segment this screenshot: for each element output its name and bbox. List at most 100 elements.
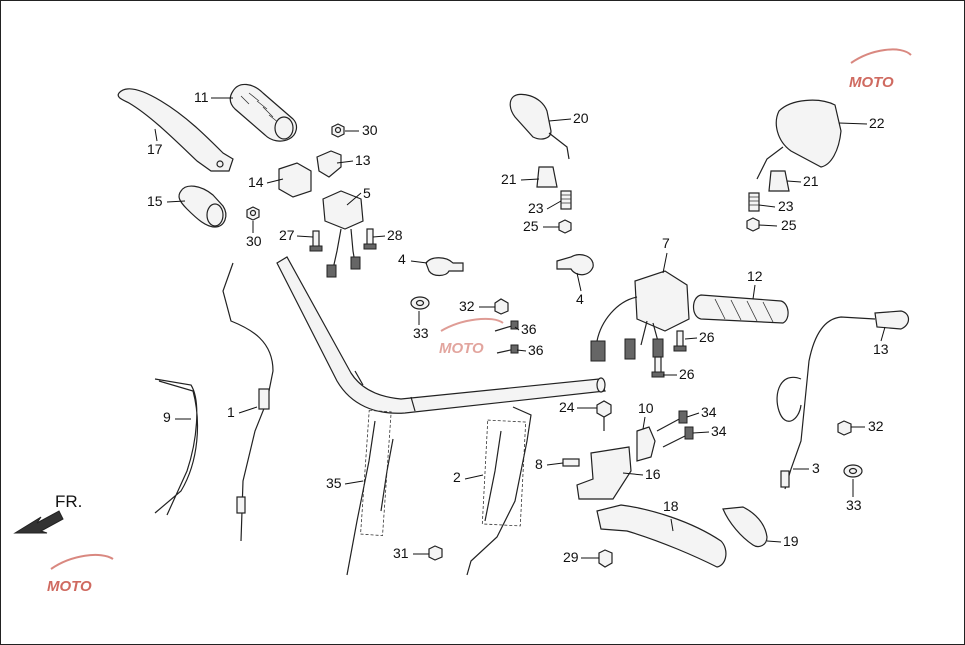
wire-harness-part: [154, 378, 199, 516]
callout-leader-line: [296, 235, 314, 238]
callout-label-32: 32: [459, 298, 475, 314]
brake-lever-part: [596, 504, 727, 568]
callout-label-17: 17: [147, 141, 163, 157]
nut-part-a: [331, 123, 345, 138]
left-grip-part: [229, 83, 298, 142]
callout-leader-line: [410, 260, 428, 264]
screw-part-26b: [651, 356, 665, 378]
switch-piece-part-left: [316, 150, 342, 178]
callout-label-34: 34: [711, 423, 727, 439]
mirror-adapter-part-left: [560, 190, 572, 210]
left-mirror-part: [509, 93, 570, 160]
bolt-part-36b: [496, 344, 519, 354]
washer-part-a: [410, 296, 430, 310]
callout-leader-line: [346, 192, 362, 206]
nut-part-29: [598, 549, 613, 568]
callout-leader-line: [692, 431, 710, 434]
callout-label-4: 4: [398, 251, 406, 267]
callout-label-15: 15: [147, 193, 163, 209]
callout-label-26: 26: [699, 329, 715, 345]
callout-label-24: 24: [559, 399, 575, 415]
callout-leader-line: [642, 416, 646, 430]
screw-part-26a: [673, 330, 687, 352]
bolt-part-24: [596, 400, 612, 431]
callout-label-33: 33: [846, 497, 862, 513]
callout-leader-line: [344, 480, 364, 485]
right-mirror-part: [756, 99, 842, 180]
callout-leader-line: [686, 412, 700, 418]
callout-label-31: 31: [393, 545, 409, 561]
callout-label-22: 22: [869, 115, 885, 131]
callout-label-28: 28: [387, 227, 403, 243]
callout-leader-line: [520, 178, 540, 181]
watermark-logo-bottom-left: MOTO: [47, 553, 114, 595]
callout-label-1: 1: [227, 404, 235, 420]
callout-leader-line: [758, 204, 776, 208]
callout-label-13: 13: [873, 341, 889, 357]
callout-label-29: 29: [563, 549, 579, 565]
callout-label-30: 30: [362, 122, 378, 138]
callout-label-21: 21: [803, 173, 819, 189]
nut-part-31: [428, 545, 443, 561]
nut-part-25b: [746, 217, 760, 232]
callout-leader-line: [786, 180, 802, 183]
callout-label-8: 8: [535, 456, 543, 472]
callout-label-19: 19: [783, 533, 799, 549]
callout-leader-line: [880, 326, 886, 342]
screw-part-27: [309, 230, 323, 252]
callout-label-16: 16: [645, 466, 661, 482]
svg-text:MOTO: MOTO: [439, 340, 484, 357]
bolt-part-34a: [656, 410, 688, 432]
callout-leader-line: [372, 235, 386, 238]
lever-cover-part-right: [722, 506, 768, 548]
callout-leader-line: [670, 518, 674, 532]
bolt-part-34b: [662, 426, 694, 448]
right-grip-part: [692, 294, 789, 324]
callout-leader-line: [336, 160, 354, 164]
callout-label-23: 23: [778, 198, 794, 214]
bolt-part-36a: [494, 320, 519, 332]
callout-leader-line: [514, 326, 520, 331]
nut-part-d: [837, 420, 852, 436]
callout-leader-line: [166, 200, 186, 203]
handlebar-part: [276, 256, 606, 414]
mirror-boot-part-left: [536, 166, 558, 188]
nut-part-c: [494, 298, 509, 315]
svg-text:MOTO: MOTO: [47, 578, 92, 595]
callout-label-25: 25: [523, 218, 539, 234]
callout-label-36: 36: [528, 342, 544, 358]
callout-leader-line: [758, 224, 778, 227]
callout-leader-line: [238, 406, 258, 414]
callout-leader-line: [622, 472, 644, 476]
callout-leader-line: [546, 200, 562, 210]
throttle-cable-part: [346, 409, 394, 576]
callout-leader-line: [662, 252, 668, 274]
left-cable-part: [222, 262, 274, 542]
direction-label: FR.: [55, 492, 82, 511]
callout-label-23: 23: [528, 200, 544, 216]
callout-leader-line: [546, 462, 564, 466]
callout-label-9: 9: [163, 409, 171, 425]
callout-leader-line: [684, 337, 698, 340]
clamp-piece-part-10: [636, 426, 656, 462]
callout-label-12: 12: [747, 268, 763, 284]
svg-text:MOTO: MOTO: [849, 74, 894, 91]
clutch-cable-right-part: [776, 316, 876, 490]
callout-label-20: 20: [573, 110, 589, 126]
right-switch-assembly-part: [590, 270, 690, 362]
callout-label-18: 18: [663, 498, 679, 514]
callout-label-5: 5: [363, 185, 371, 201]
switch-housing-half-part: [278, 162, 312, 198]
callout-label-14: 14: [248, 174, 264, 190]
clamp-part-right: [556, 254, 594, 276]
front-direction-arrow-icon: [13, 510, 64, 534]
callout-leader-line: [752, 284, 756, 300]
callout-leader-line: [576, 272, 582, 292]
screw-part-28: [363, 228, 377, 250]
callout-label-25: 25: [781, 217, 797, 233]
watermark-logo-top-right: MOTO: [849, 48, 912, 91]
callout-label-10: 10: [638, 400, 654, 416]
